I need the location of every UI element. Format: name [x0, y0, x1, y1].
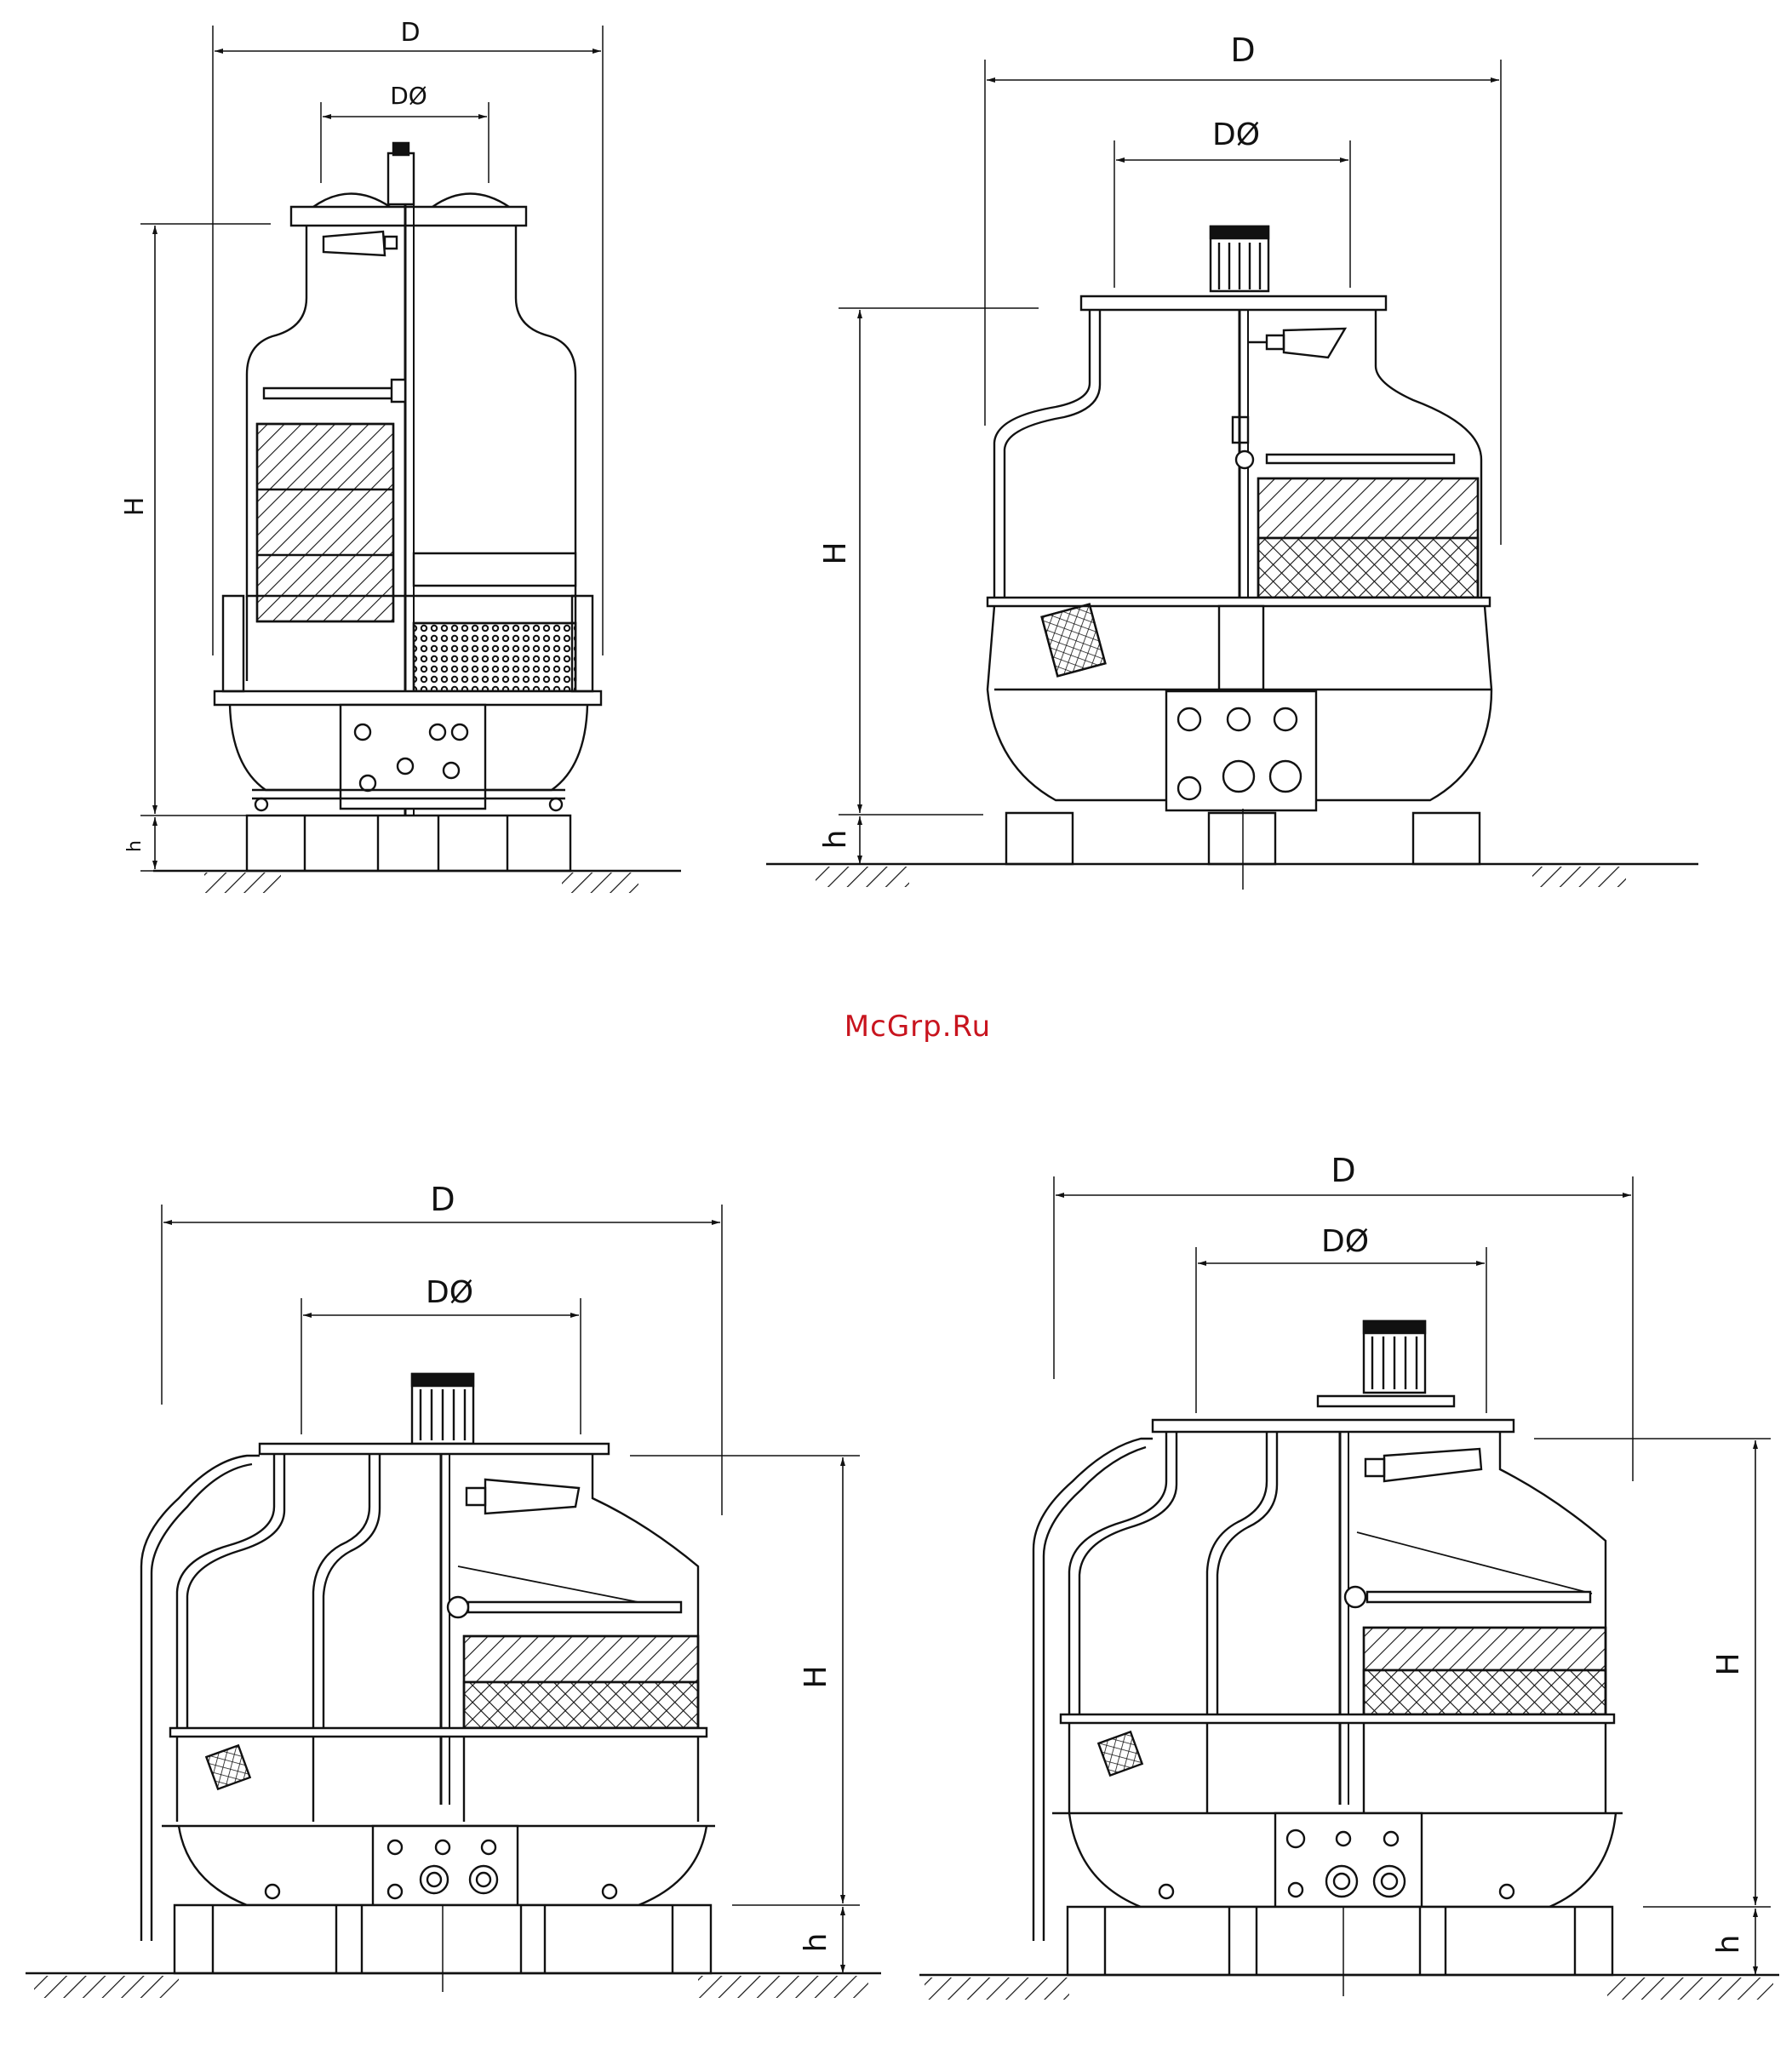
fig4-label-H: H: [1711, 1652, 1746, 1675]
fig2-label-Dphi: DØ: [1212, 117, 1260, 152]
fig3-label-D: D: [430, 1181, 455, 1218]
fig3-label-Dphi: DØ: [426, 1275, 473, 1310]
fig2-label-D: D: [1230, 31, 1255, 69]
fig2-label-H: H: [818, 541, 853, 564]
fig3-label-h: h: [799, 1933, 833, 1953]
fig1-label-h: h: [124, 840, 146, 852]
fig4-label-D: D: [1331, 1152, 1355, 1189]
fig1-label-H: H: [120, 497, 150, 517]
figure-2-medium-tower: [766, 60, 1698, 890]
fig1-label-D: D: [400, 18, 420, 48]
fig3-label-H: H: [799, 1665, 833, 1688]
figure-3-large-tower: [26, 1205, 881, 1998]
fig1-label-Dphi: DØ: [390, 82, 427, 110]
fig4-label-h: h: [1711, 1935, 1746, 1955]
figure-1-tall-tower: [140, 26, 681, 893]
fig4-label-Dphi: DØ: [1321, 1224, 1369, 1259]
figure-4-large-tower: [919, 1176, 1779, 2000]
fig2-label-h: h: [818, 830, 853, 850]
watermark-text: McGrp.Ru: [824, 1010, 1011, 1044]
